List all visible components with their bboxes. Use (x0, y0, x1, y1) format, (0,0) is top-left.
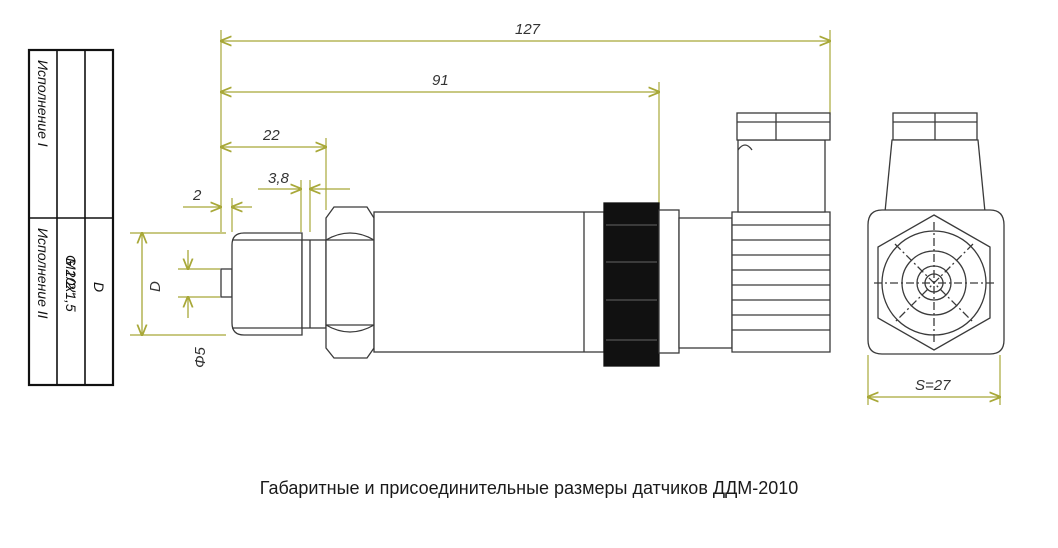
table-row1-name: Исполнение I (35, 60, 51, 147)
dim-22-label: 22 (262, 127, 280, 144)
table-header-d: D (91, 282, 107, 292)
dim-s27-label: S=27 (915, 377, 951, 394)
dim-2-label: 2 (192, 187, 202, 204)
table-row1-value: M20x1,5 (63, 258, 79, 312)
dimension-lines (142, 41, 1000, 397)
table-row2-name: Исполнение II (35, 228, 51, 319)
sensor-side-view (220, 112, 831, 367)
sensor-end-view (867, 112, 1005, 355)
dim-91-label: 91 (432, 72, 449, 89)
table-row2-value: G 1/2" (63, 255, 79, 295)
dim-d-label: D (147, 281, 164, 292)
figure-caption: Габаритные и присоединительные размеры д… (259, 478, 799, 498)
dim-38-label: 3,8 (268, 170, 290, 187)
dim-phi5-label: Φ5 (192, 346, 209, 368)
version-table: Исполнение I Исполнение II M20x1,5 G 1/2… (27, 48, 115, 387)
dim-127-label: 127 (515, 21, 541, 38)
